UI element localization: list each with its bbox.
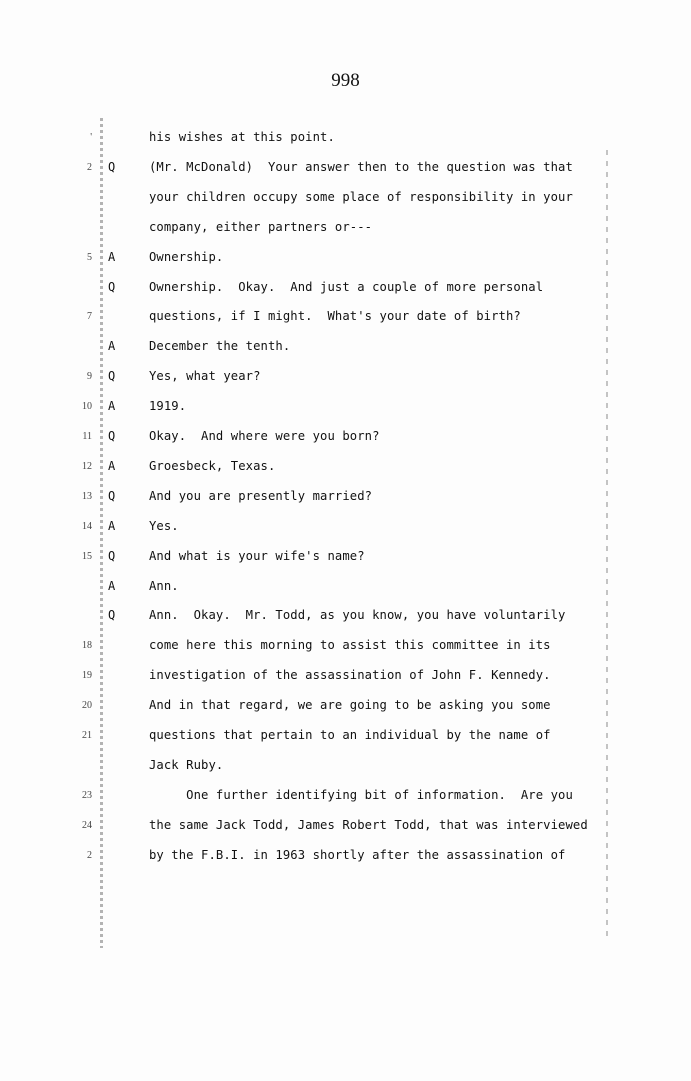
speaker-marker: Q [108,608,116,623]
speaker-marker: Q [108,369,116,384]
transcript-line: Q Ann. Okay. Mr. Todd, as you know, you h… [0,606,691,626]
speaker-marker: A [108,458,116,473]
speaker-marker: A [108,249,116,264]
transcript-line: Q Ownership. Okay. And just a couple of m… [0,278,691,298]
line-text: And in that regard, we are going to be a… [149,698,551,713]
line-text: Yes. [149,518,179,533]
line-number: 18 [82,640,92,652]
line-text: investigation of the assassination of Jo… [149,668,551,683]
line-number: 21 [82,730,92,741]
line-number: 23 [82,789,92,801]
line-text: the same Jack Todd, James Robert Todd, t… [149,817,588,832]
line-text: questions that pertain to an individual … [149,728,551,742]
speaker-marker: Q [108,279,116,294]
line-number: 13 [82,490,92,502]
transcript-line: Jack Ruby. [0,756,691,776]
line-text: Ownership. [149,249,224,264]
transcript-line: 24 the same Jack Todd, James Robert Todd,… [0,816,691,836]
line-text: his wishes at this point. [149,130,335,144]
transcript-line: 12 A Groesbeck, Texas. [0,457,691,477]
transcript-line: 7 questions, if I might. What's your date… [0,307,691,327]
transcript-line: A Ann. [0,577,691,597]
line-text: Yes, what year? [149,369,261,384]
line-text: (Mr. McDonald) Your answer then to the q… [149,159,573,174]
transcript-line: ' his wishes at this point. [0,128,691,148]
speaker-marker: Q [108,548,116,563]
line-text: questions, if I might. What's your date … [149,309,521,324]
line-text: Ann. Okay. Mr. Todd, as you know, you ha… [149,608,566,623]
transcript-line: 11 Q Okay. And where were you born? [0,427,691,447]
transcript-line: 18 come here this morning to assist this … [0,636,691,656]
speaker-marker: A [108,518,116,533]
line-number: 19 [82,670,92,682]
transcript-line: 2 by the F.B.I. in 1963 shortly after the… [0,846,691,866]
line-text: Ownership. Okay. And just a couple of mo… [149,279,544,294]
speaker-marker: A [108,578,116,593]
transcript-line: 15 Q And what is your wife's name? [0,547,691,567]
line-number: 2 [87,161,92,173]
transcript-line: 20 And in that regard, we are going to be… [0,696,691,716]
line-text: come here this morning to assist this co… [149,638,551,653]
transcript-line: 19 investigation of the assassination of … [0,666,691,686]
line-text: Okay. And where were you born? [149,429,380,443]
line-text: And what is your wife's name? [149,548,365,563]
speaker-marker: Q [108,488,116,503]
line-text: 1919. [149,399,187,414]
line-text: by the F.B.I. in 1963 shortly after the … [149,847,566,862]
transcript-line: 10 A 1919. [0,397,691,417]
transcript-line: A December the tenth. [0,337,691,357]
line-text: December the tenth. [149,339,291,354]
line-number: ' [90,132,92,143]
line-text: One further identifying bit of informati… [149,787,573,802]
line-number: 2 [87,849,92,861]
line-number: 9 [87,371,92,383]
transcript-line: company, either partners or--- [0,218,691,238]
transcript-line: 21 questions that pertain to an individua… [0,726,691,746]
line-text: Jack Ruby. [149,757,224,772]
transcript-line: 2 Q (Mr. McDonald) Your answer then to the… [0,158,691,178]
line-number: 7 [87,311,92,323]
line-text: Ann. [149,578,179,593]
line-number: 24 [82,819,92,831]
line-number: 5 [87,251,92,263]
speaker-marker: A [108,399,116,414]
speaker-marker: Q [108,429,116,443]
transcript-line: 13 Q And you are presently married? [0,487,691,507]
line-text: Groesbeck, Texas. [149,458,276,473]
line-text: your children occupy some place of respo… [149,189,573,204]
line-number: 12 [82,460,92,472]
speaker-marker: Q [108,159,116,174]
right-margin-rule [606,150,608,940]
transcript-line: your children occupy some place of respo… [0,188,691,208]
line-number: 14 [82,520,92,532]
transcript-line: 23 One further identifying bit of inform… [0,786,691,806]
line-number: 11 [82,431,92,442]
line-text: And you are presently married? [149,488,373,503]
left-margin-rule [100,118,103,948]
line-text: company, either partners or--- [149,219,373,234]
transcript-line: 5 A Ownership. [0,248,691,268]
line-number: 10 [82,401,92,413]
line-number: 20 [82,700,92,712]
speaker-marker: A [108,339,116,354]
line-number: 15 [82,550,92,562]
page-number: 998 [331,70,360,91]
transcript-line: 14 A Yes. [0,517,691,537]
transcript-line: 9 Q Yes, what year? [0,367,691,387]
